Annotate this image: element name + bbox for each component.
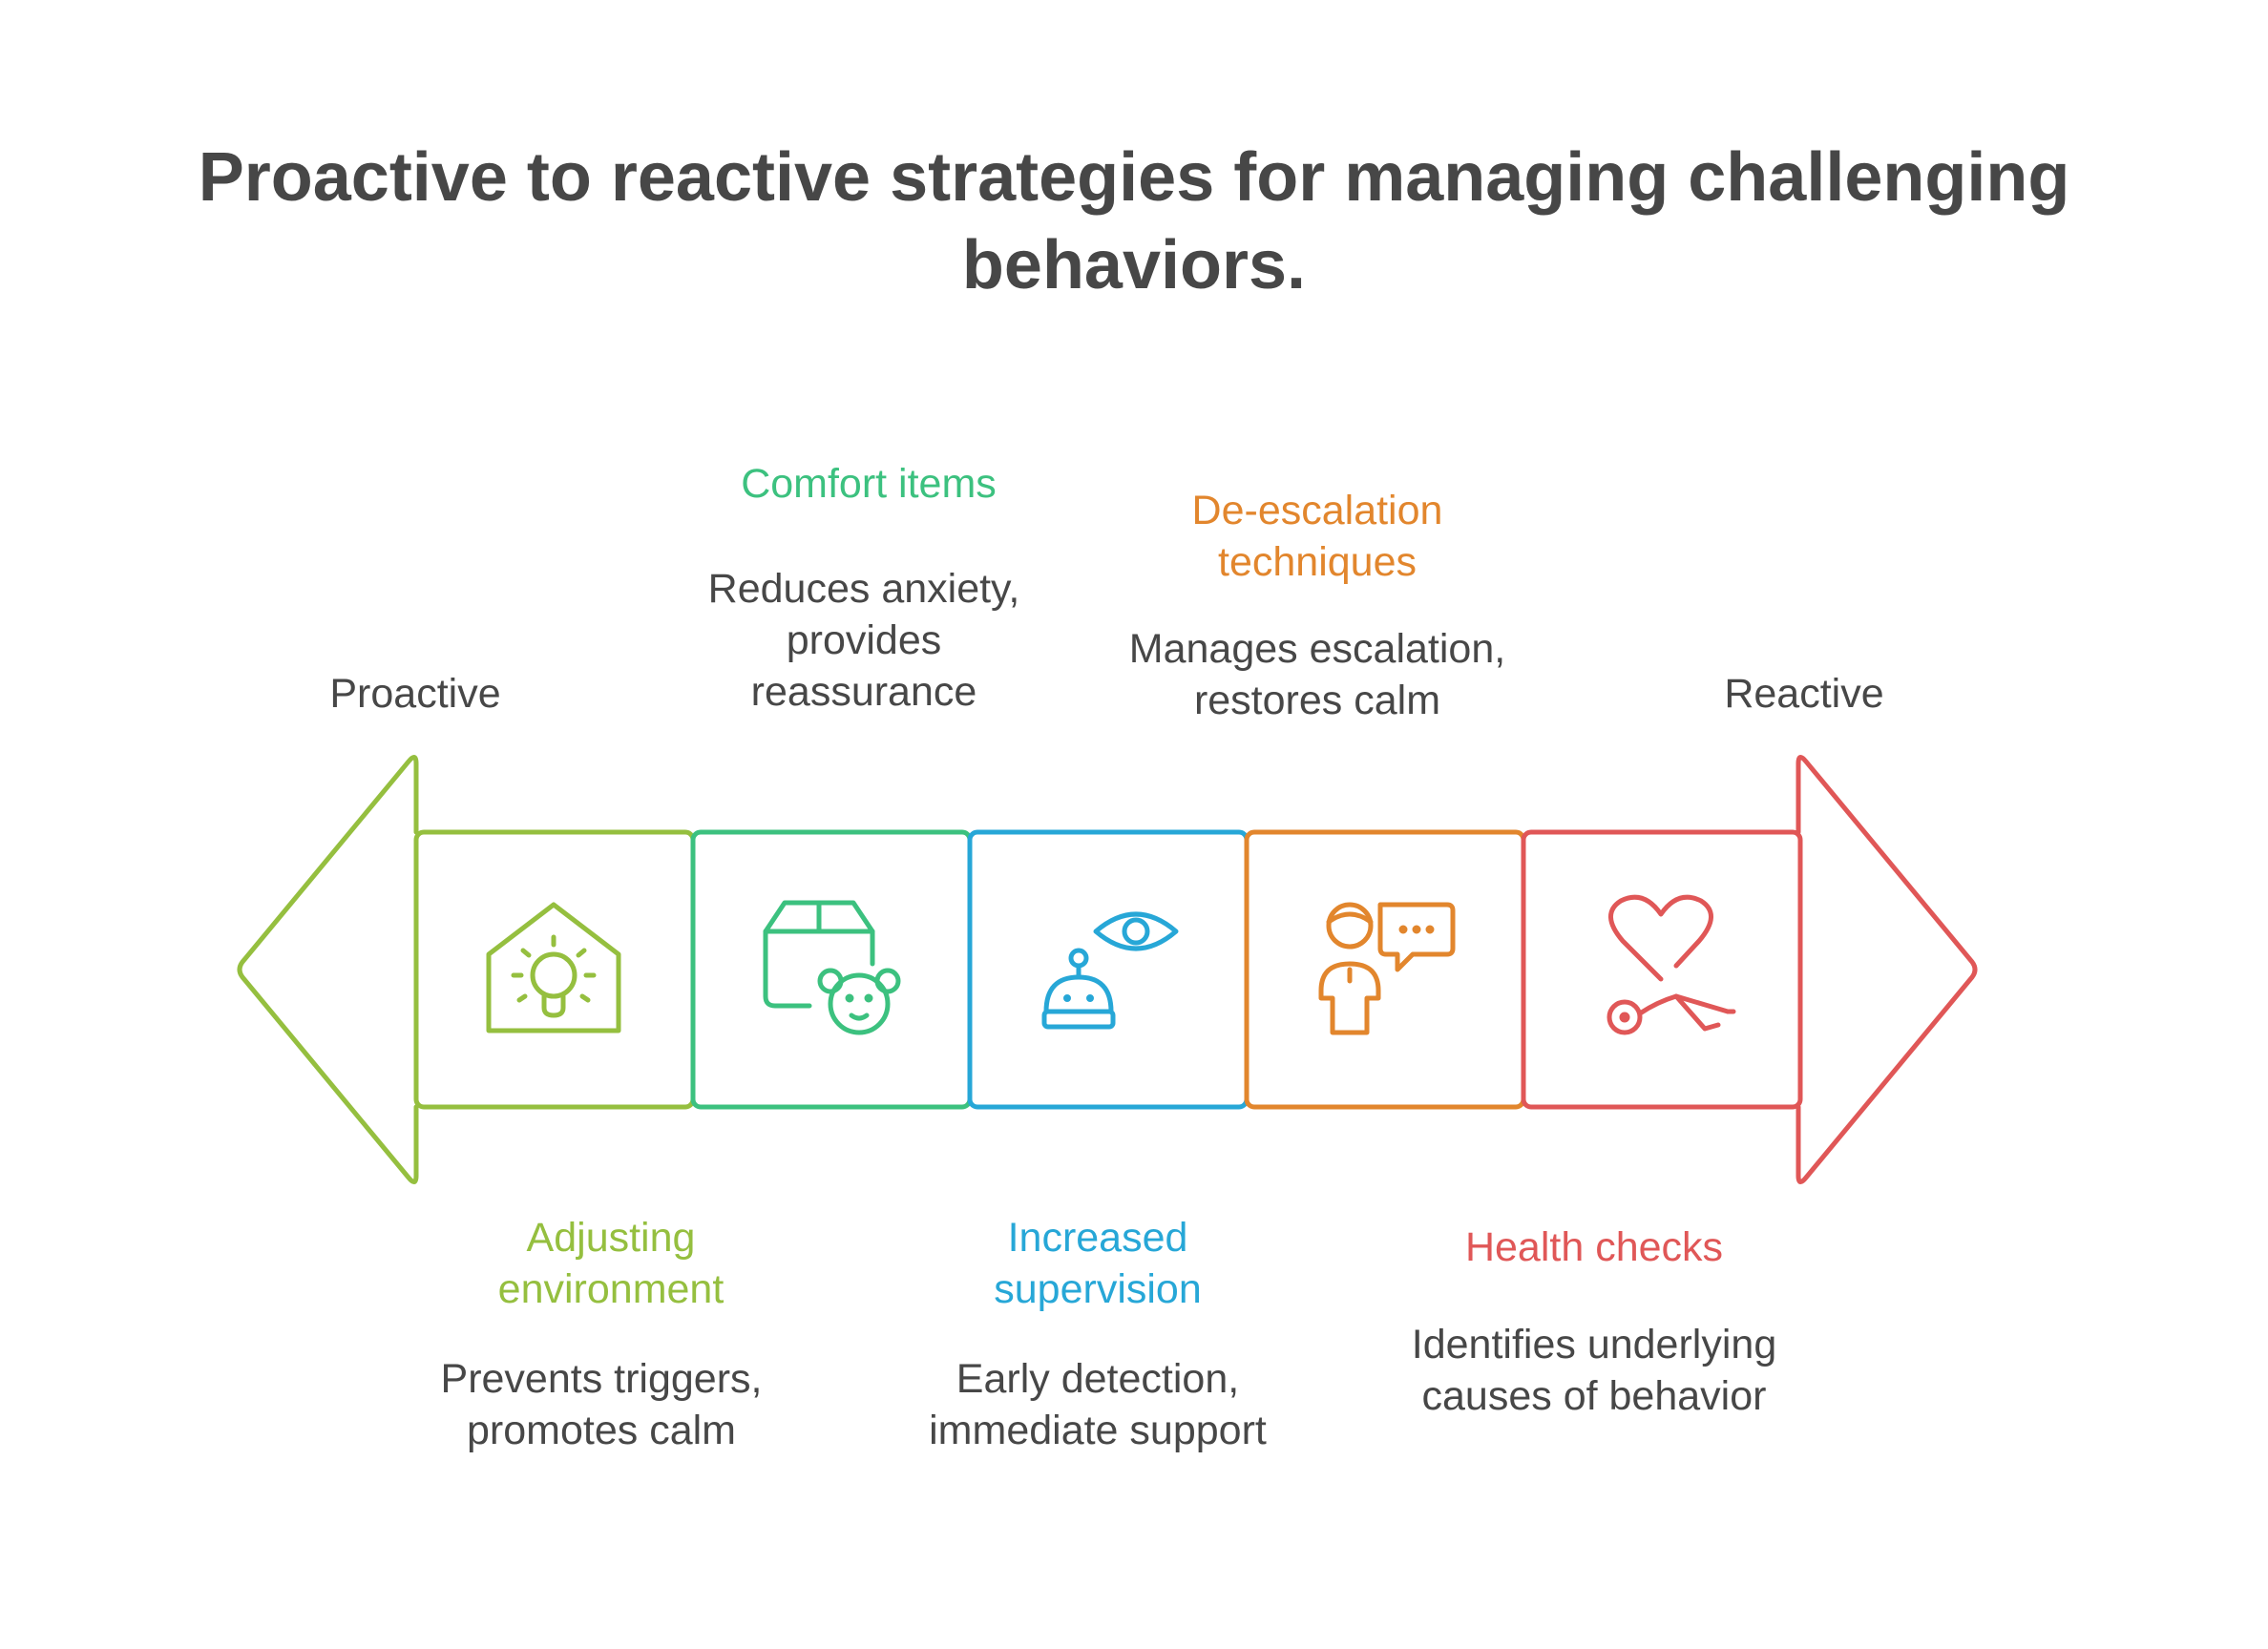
step-1-heading-line-2: environment [497,1266,724,1312]
step-3-heading: Increased supervision [897,1212,1298,1315]
step-1-heading-line-1: Adjusting [526,1215,696,1261]
person-speech-icon [1318,902,1456,1035]
step-2-description-line-3: reassurance [750,669,977,715]
reactive-label: Reactive [1724,671,1884,717]
step-3-heading-line-1: Increased [1007,1215,1188,1261]
step-1-heading: Adjusting environment [410,1212,811,1315]
step-5-description-line-2: causes of behavior [1421,1373,1767,1419]
segment-box-health-checks [1521,829,1803,1110]
title-line-1: Proactive to reactive strategies for man… [198,139,2070,216]
step-4-heading: De-escalation techniques [1117,485,1518,588]
step-2-description-line-2: provides [786,617,942,663]
step-2-heading-line-1: Comfort items [741,461,997,507]
title-line-2: behaviors. [961,227,1307,303]
box-teddy-bear-icon [763,900,901,1035]
step-3-description-line-2: immediate support [929,1408,1267,1453]
heart-stethoscope-icon [1606,894,1736,1035]
diagram-title: Proactive to reactive strategies for man… [0,134,2268,309]
step-4-description-line-1: Manages escalation, [1128,626,1506,672]
left-arrow-head [237,755,419,1184]
step-5-heading-line-1: Health checks [1464,1224,1724,1270]
robot-eye-icon [1041,911,1179,1030]
step-1-description-line-2: promotes calm [467,1408,736,1453]
step-3-heading-line-2: supervision [994,1266,1202,1312]
step-4-heading-line-2: techniques [1218,539,1417,585]
step-3-description-line-1: Early detection, [956,1356,1240,1402]
proactive-label: Proactive [329,671,501,717]
step-5-description: Identifies underlying causes of behavior [1355,1319,1833,1422]
step-5-description-line-1: Identifies underlying [1411,1322,1777,1367]
step-1-description-line-1: Prevents triggers, [440,1356,763,1402]
step-1-description: Prevents triggers, promotes calm [382,1353,821,1456]
house-lightbulb-icon [486,902,621,1033]
step-5-heading: Health checks [1384,1221,1804,1273]
step-4-heading-line-1: De-escalation [1191,488,1443,533]
step-4-description: Manages escalation, restores calm [1088,623,1546,726]
step-2-description-line-1: Reduces anxiety, [707,566,1020,612]
step-3-description: Early detection, immediate support [878,1353,1317,1456]
step-2-description: Reduces anxiety, provides reassurance [668,563,1060,718]
step-4-description-line-2: restores calm [1193,678,1441,723]
right-arrow-head [1796,755,1978,1184]
step-2-heading: Comfort items [678,458,1060,510]
segment-box-de-escalation [1244,829,1526,1110]
segment-box-adjusting-environment [413,829,696,1110]
segment-box-increased-supervision [967,829,1250,1110]
